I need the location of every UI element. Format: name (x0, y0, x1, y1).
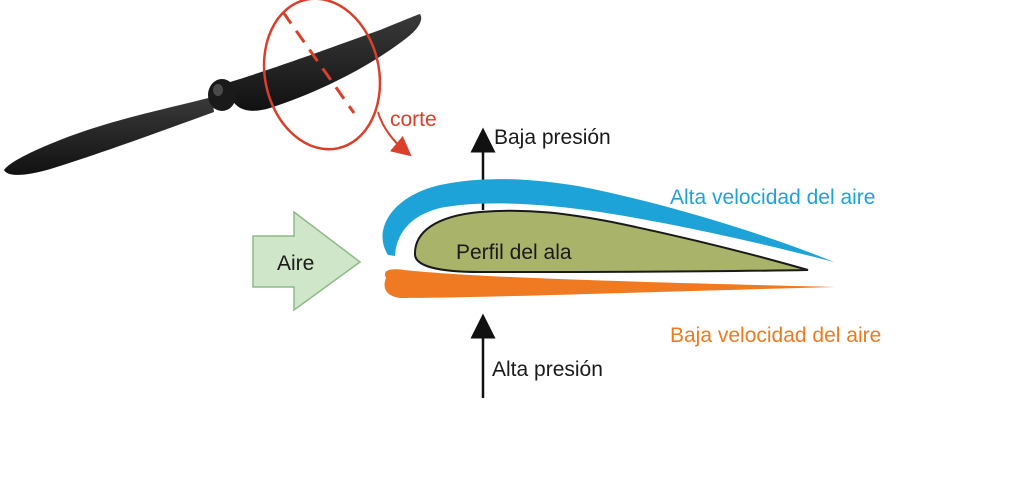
wing-profile (413, 209, 809, 274)
high-pressure-indicator: Alta presión (470, 313, 603, 398)
propeller-icon (4, 14, 422, 175)
cut-marker: corte (262, 0, 437, 157)
high-speed-label: Alta velocidad del aire (670, 186, 875, 209)
propeller-blade-left (4, 97, 214, 175)
propeller-blade-right (230, 14, 422, 111)
high-pressure-label: Alta presión (492, 358, 603, 381)
cut-circle (262, 0, 382, 151)
propeller-hub-highlight (213, 84, 223, 96)
propeller-hub (208, 79, 236, 111)
air-label: Aire (277, 252, 314, 275)
cut-label: corte (390, 108, 437, 131)
low-speed-label: Baja velocidad del aire (670, 324, 881, 347)
cut-line (281, 11, 356, 114)
cut-arrow (377, 111, 412, 157)
upper-airflow-band (382, 179, 834, 262)
wing-profile-label: Perfil del ala (456, 241, 572, 264)
low-pressure-label: Baja presión (494, 126, 611, 149)
lower-airflow-band (384, 269, 836, 298)
air-arrow-shape (252, 210, 362, 312)
air-arrow-icon: Aire (252, 210, 362, 312)
